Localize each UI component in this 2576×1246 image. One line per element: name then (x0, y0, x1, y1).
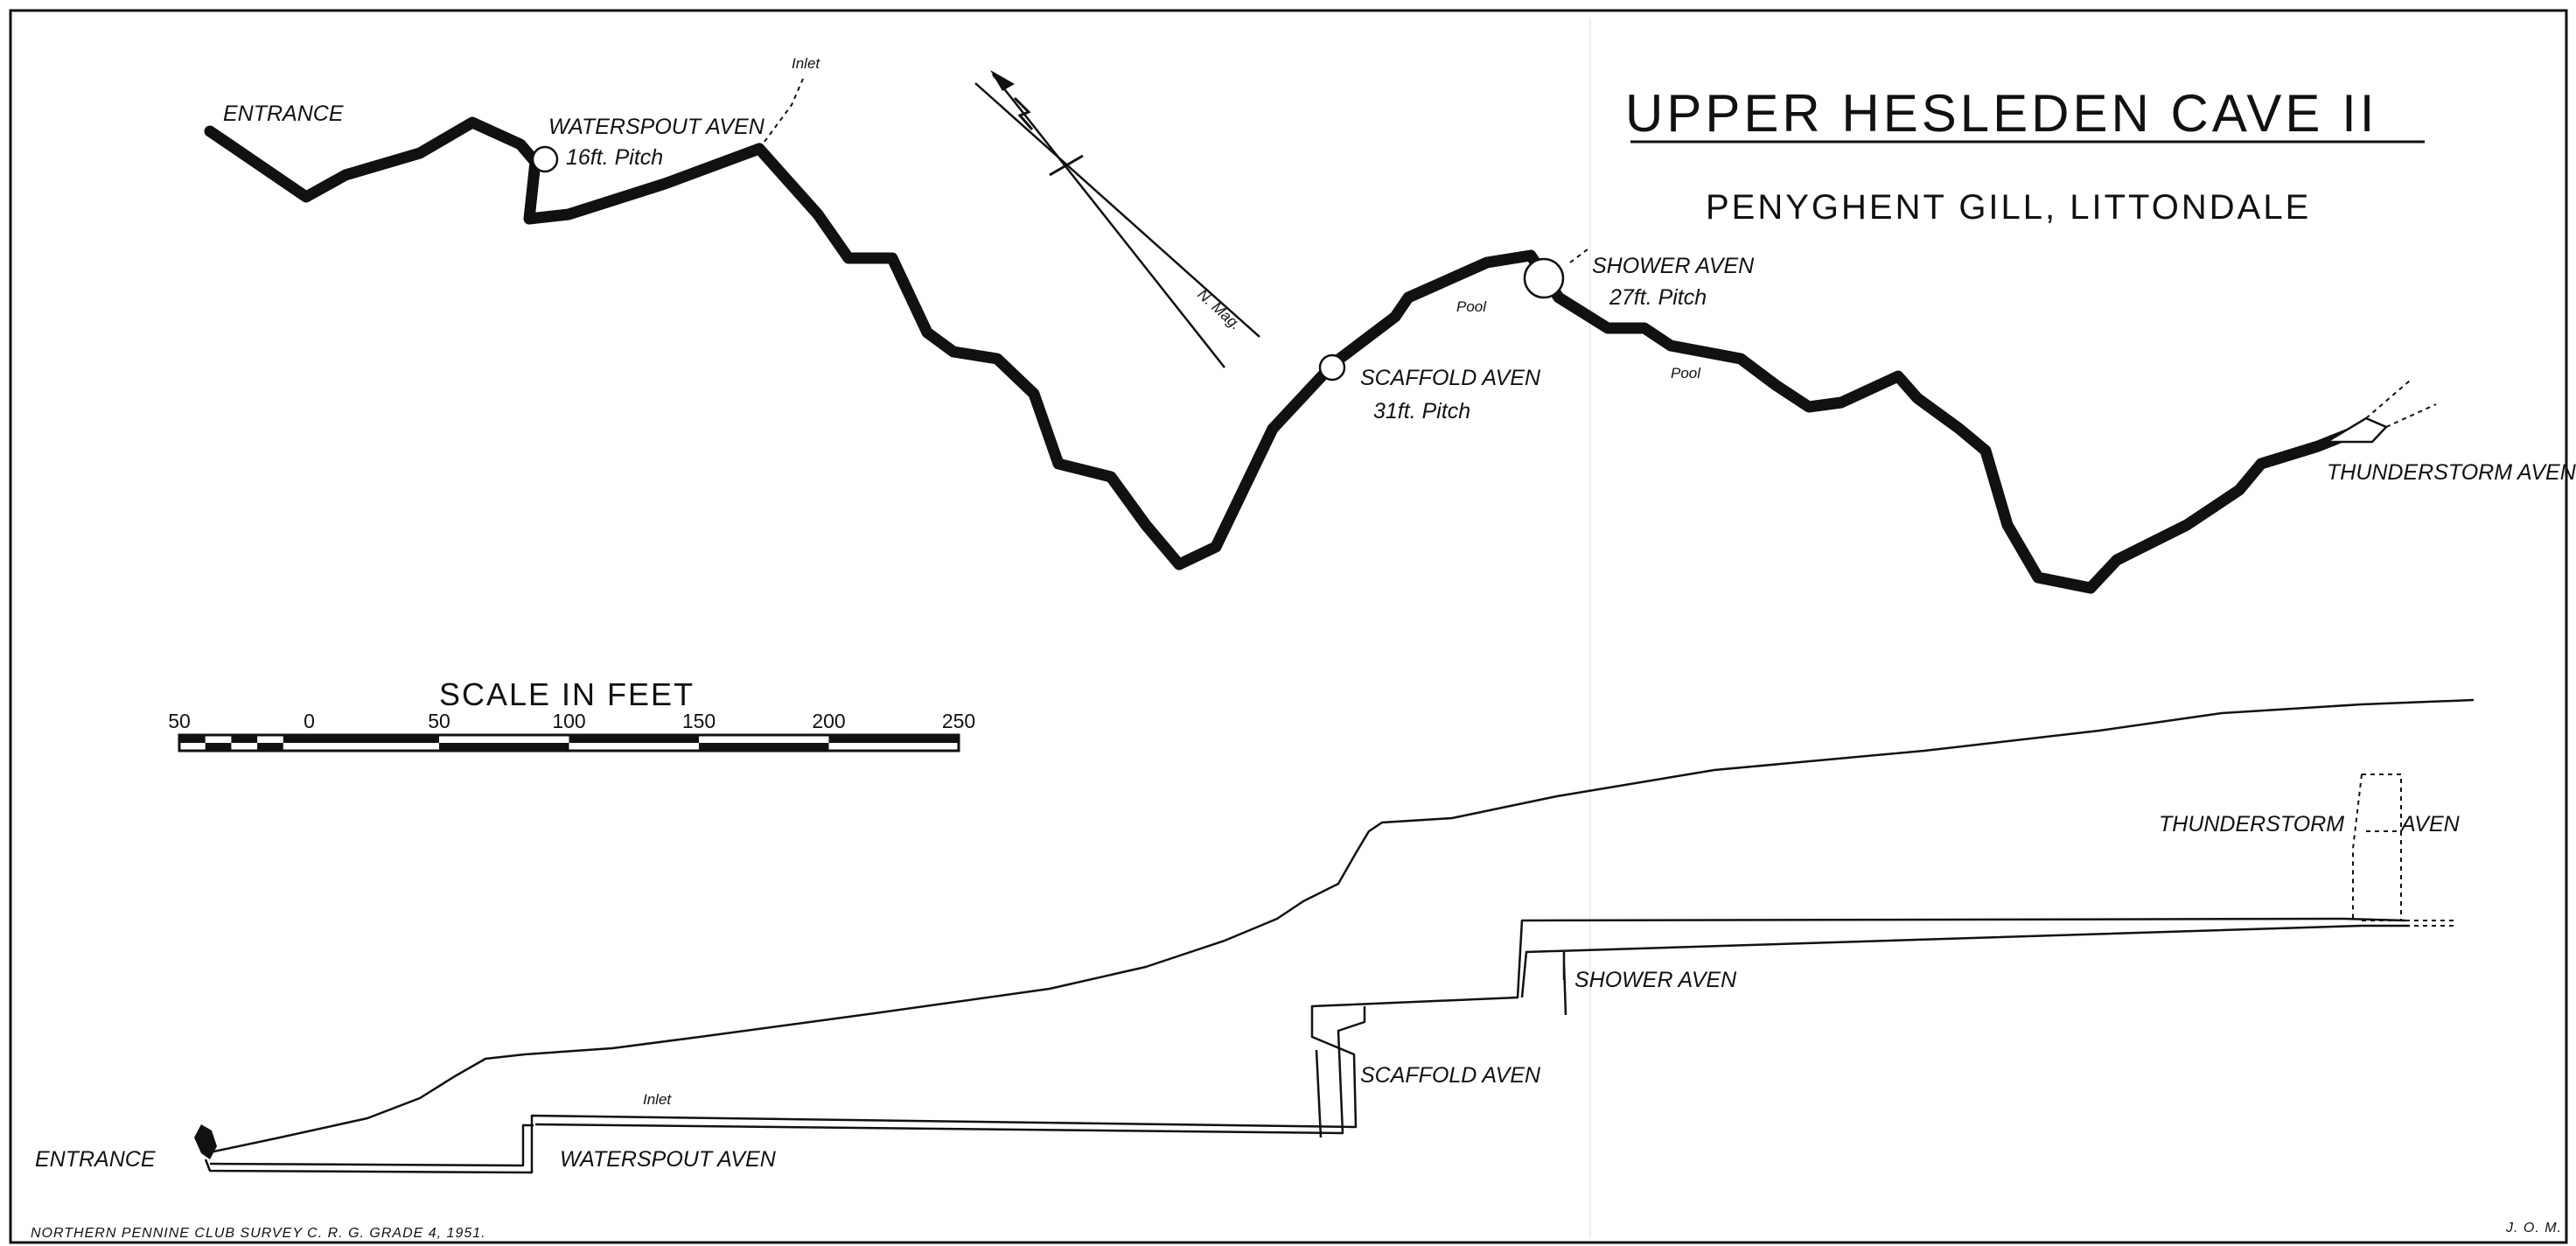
scale-tick-label: 250 (942, 710, 975, 732)
plan-shower-pitch: 27ft. Pitch (1609, 285, 1707, 310)
plan-inlet-label: Inlet (792, 55, 820, 72)
scale-bar-block (205, 743, 232, 751)
survey-credit: NORTHERN PENNINE CLUB SURVEY C. R. G. GR… (31, 1226, 486, 1241)
section-profile (194, 698, 2475, 1174)
scale-bar-block (828, 735, 959, 743)
scale-tick-label: 50 (168, 710, 191, 732)
plan-waterspout-pitch: 16ft. Pitch (566, 145, 663, 170)
section-waterspout-label: WATERSPOUT AVEN (560, 1147, 777, 1172)
scale-bar-block (257, 743, 283, 751)
north-arrow-icon (974, 70, 1260, 368)
section-shower-label: SHOWER AVEN (1574, 968, 1737, 992)
scale-tick-label: 150 (682, 710, 716, 732)
scale-title: SCALE IN FEET (439, 676, 695, 712)
plan-thunderstorm-label: THUNDERSTORM AVEN (2327, 460, 2576, 485)
scale-tick-label: 200 (812, 710, 845, 732)
section-inlet-label: Inlet (643, 1091, 672, 1108)
scale-bar: 50 0 50 100 150 200 250 (168, 710, 975, 752)
section-thunderstorm-label: THUNDERSTORM (2159, 812, 2344, 836)
plan-pool-label-1: Pool (1456, 298, 1487, 315)
plan-pool-label-2: Pool (1671, 365, 1701, 382)
map-subtitle: PENYGHENT GILL, LITTONDALE (1706, 188, 2311, 227)
north-label: N. Mag. (1194, 286, 1244, 333)
scale-tick-label: 100 (552, 710, 585, 732)
map-border (9, 9, 2568, 1244)
plan-waterspout-label: WATERSPOUT AVEN (548, 115, 765, 139)
scale-bar-block (283, 735, 310, 743)
plan-shower-label: SHOWER AVEN (1592, 254, 1755, 278)
scale-tick-label: 0 (304, 710, 315, 732)
scale-bar-block (569, 735, 699, 743)
scale-bar-block (439, 743, 569, 751)
plan-scaffold-pitch: 31ft. Pitch (1373, 399, 1470, 424)
scale-bar-block (179, 735, 206, 743)
scale-tick-label: 50 (428, 710, 450, 732)
surveyor-initials: J. O. M. (2505, 1221, 2562, 1236)
scale-bar-block (699, 743, 829, 751)
plan-scaffold-label: SCAFFOLD AVEN (1360, 366, 1541, 390)
section-entrance-label: ENTRANCE (35, 1147, 156, 1172)
map-title: UPPER HESLEDEN CAVE II (1625, 84, 2377, 143)
plan-entrance-label: ENTRANCE (223, 102, 344, 126)
plan-passage (204, 78, 2437, 594)
section-aven-label: AVEN (2399, 812, 2461, 836)
scale-bar-block (309, 735, 439, 743)
scale-bar-block (231, 735, 258, 743)
section-scaffold-label: SCAFFOLD AVEN (1360, 1063, 1541, 1088)
